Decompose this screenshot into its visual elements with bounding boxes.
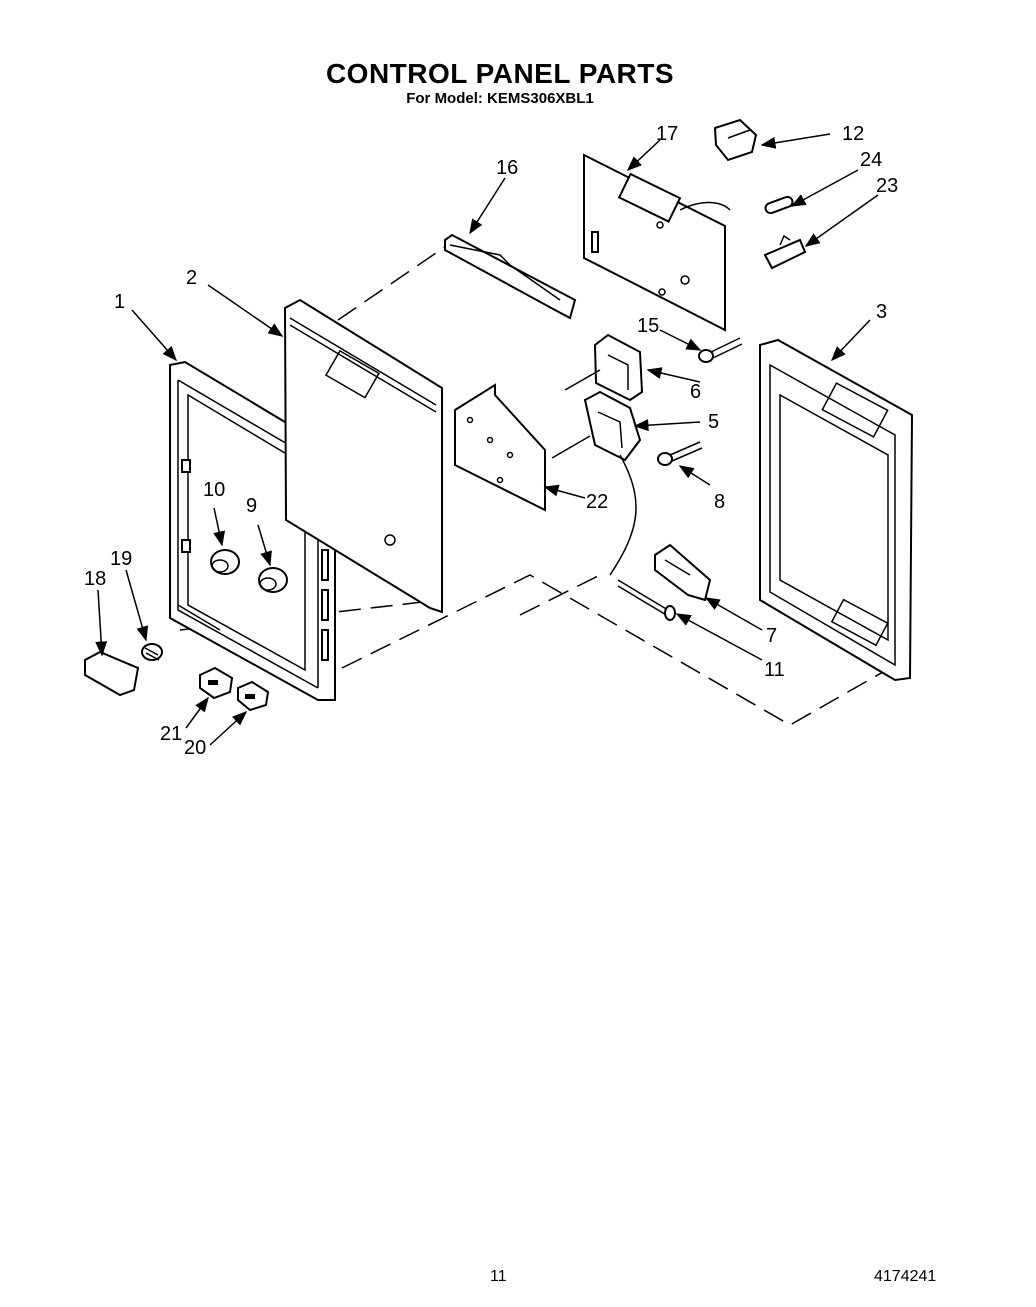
callout-17: 17 bbox=[656, 123, 678, 145]
callout-5: 5 bbox=[708, 411, 719, 433]
part-18-button bbox=[84, 650, 140, 697]
part-2-panel bbox=[283, 298, 443, 614]
callout-16: 16 bbox=[496, 157, 518, 179]
page-title: CONTROL PANEL PARTS bbox=[325, 58, 675, 89]
part-6-transformer bbox=[564, 333, 644, 402]
callout-10: 10 bbox=[203, 479, 225, 501]
callout-23: 23 bbox=[876, 175, 898, 197]
part-24-fuse bbox=[764, 195, 794, 215]
callout-12: 12 bbox=[842, 123, 864, 145]
part-7-switch-bracket bbox=[654, 543, 712, 602]
callout-2: 2 bbox=[186, 267, 197, 289]
part-17-circuit-board bbox=[583, 153, 731, 332]
callout-11: 11 bbox=[764, 659, 785, 681]
callout-leaders bbox=[95, 133, 879, 746]
callout-20: 20 bbox=[184, 737, 206, 759]
callout-1: 1 bbox=[114, 291, 125, 313]
callout-8: 8 bbox=[714, 491, 725, 513]
part-3-rear-frame bbox=[759, 338, 914, 682]
part-19-spring bbox=[141, 643, 163, 661]
callout-labels: 1 2 3 5 6 7 8 9 10 11 12 15 16 17 18 19 … bbox=[84, 123, 898, 759]
document-number: 4174241 bbox=[874, 1268, 937, 1285]
part-23-fuse-holder bbox=[763, 234, 807, 270]
part-22-mounting-plate bbox=[454, 383, 546, 512]
callout-15: 15 bbox=[637, 315, 659, 337]
part-15-screw bbox=[698, 337, 743, 363]
callout-6: 6 bbox=[690, 381, 701, 403]
callout-9: 9 bbox=[246, 495, 257, 517]
model-subtitle: For Model: KEMS306XBL1 bbox=[406, 90, 594, 107]
part-21-switch bbox=[199, 666, 234, 700]
callout-21: 21 bbox=[160, 723, 182, 745]
callout-3: 3 bbox=[876, 301, 887, 323]
callout-24: 24 bbox=[860, 149, 882, 171]
part-12-cap bbox=[713, 118, 758, 162]
part-8-screw bbox=[657, 441, 703, 466]
callout-18: 18 bbox=[84, 568, 106, 590]
callout-19: 19 bbox=[110, 548, 132, 570]
part-10-knob bbox=[210, 549, 240, 575]
part-16-bracket bbox=[444, 233, 577, 320]
part-9-knob bbox=[258, 567, 288, 593]
page-number: 11 bbox=[490, 1268, 507, 1285]
part-20-switch bbox=[237, 680, 270, 712]
part-11-rod bbox=[617, 579, 676, 621]
callout-7: 7 bbox=[766, 625, 777, 647]
callout-22: 22 bbox=[586, 491, 608, 513]
part-5-relay bbox=[551, 390, 642, 576]
